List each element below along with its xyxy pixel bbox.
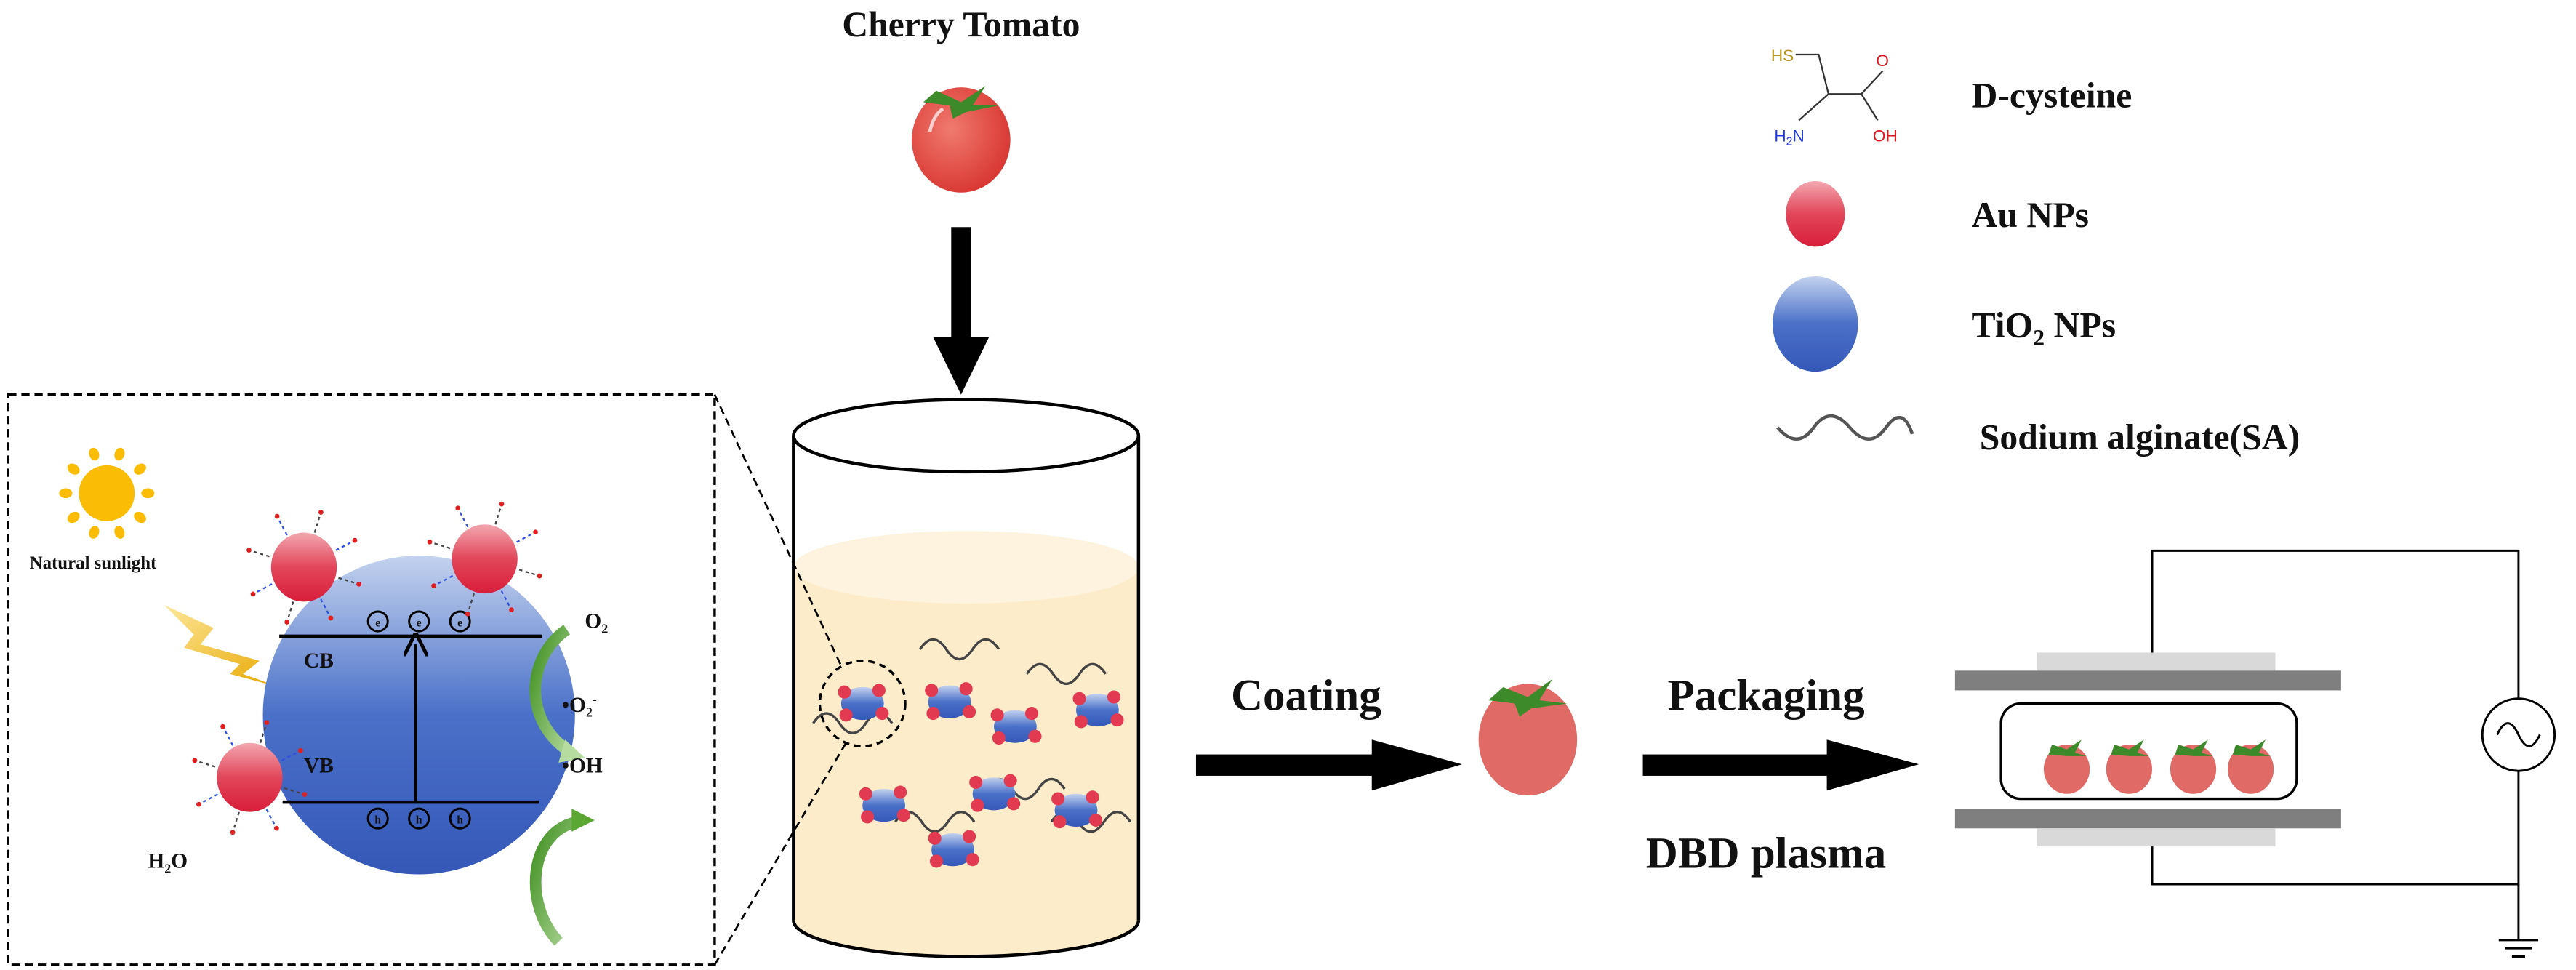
packaged-tomato-icon xyxy=(2106,739,2153,794)
magnify-circle xyxy=(818,660,907,747)
packaging-label: Packaging xyxy=(1667,672,1864,721)
hole-icon: h xyxy=(408,807,430,830)
svg-text:h: h xyxy=(416,814,422,826)
svg-text:HS: HS xyxy=(1771,47,1794,65)
packaged-tomato-icon xyxy=(2227,739,2274,794)
packaged-tomato-icon xyxy=(2043,739,2090,794)
cysteine-structure-icon: HS O H2N OH xyxy=(1771,47,1898,148)
sun-ray xyxy=(59,488,73,499)
tio2-au-particle xyxy=(925,682,976,721)
coated-tomato-icon xyxy=(1478,678,1578,796)
svg-text:e: e xyxy=(457,617,462,629)
tomato-icon xyxy=(912,85,1011,193)
electron-icon: e xyxy=(366,610,389,633)
cb-label: CB xyxy=(304,649,334,673)
tio2-au-particle xyxy=(928,830,979,868)
sun-ray xyxy=(134,463,146,475)
lightning-bolt-icon xyxy=(164,604,280,687)
svg-text:OH: OH xyxy=(1873,127,1898,145)
electron-icon: e xyxy=(449,610,471,633)
sun-ray xyxy=(67,511,80,524)
package-box xyxy=(1999,702,2298,801)
tio2-particle xyxy=(262,556,575,875)
alginate-chain xyxy=(918,638,1000,661)
cherry-tomato-title: Cherry Tomato xyxy=(842,4,1080,44)
dbd-device xyxy=(1954,549,2556,958)
dbd-plasma-label: DBD plasma xyxy=(1646,829,1886,878)
au-np-with-cysteine xyxy=(427,501,542,617)
legend-sodium-alginate: Sodium alginate(SA) xyxy=(1980,417,2300,457)
tio2-au-particle xyxy=(1072,690,1124,729)
zoom-line-top xyxy=(713,394,843,667)
sun-ray xyxy=(134,511,146,524)
svg-text:e: e xyxy=(375,617,380,629)
down-arrow-icon xyxy=(933,227,990,395)
tio2-au-particle xyxy=(838,684,889,722)
natural-sunlight-label: Natural sunlight xyxy=(30,553,157,573)
sun-ray xyxy=(114,447,125,461)
svg-text:h: h xyxy=(374,814,381,826)
superoxide-label: •O2- xyxy=(562,692,597,720)
packaging-arrow-icon xyxy=(1642,739,1919,791)
tio2-au-particle xyxy=(859,785,910,824)
ac-source-icon xyxy=(2481,697,2556,772)
au-np-icon xyxy=(1786,180,1845,247)
ground-icon xyxy=(2498,884,2539,958)
o2-label: O2 xyxy=(585,610,608,636)
zoom-line-bottom xyxy=(713,742,847,966)
tio2-au-particle xyxy=(969,774,1021,812)
tio2-au-particle xyxy=(1051,790,1103,829)
sun-ray xyxy=(141,488,155,499)
svg-text:e: e xyxy=(417,617,422,629)
legend-tio2-nps: TiO2 NPs xyxy=(1971,305,2116,350)
svg-text:H2N: H2N xyxy=(1774,127,1804,148)
sun-ray xyxy=(114,526,125,539)
legend-d-cysteine: D-cysteine xyxy=(1971,75,2132,115)
beaker-contents xyxy=(812,638,1131,868)
electron-icon: e xyxy=(408,610,430,633)
svg-text:O: O xyxy=(1876,52,1889,70)
tio2-np-icon xyxy=(1773,276,1858,372)
sun-ray xyxy=(89,447,100,461)
sun-ray xyxy=(67,463,80,475)
legend-au-nps: Au NPs xyxy=(1971,195,2089,235)
sun-ray xyxy=(89,526,100,539)
au-np-with-cysteine xyxy=(192,720,308,835)
tio2-au-particle xyxy=(990,707,1042,745)
h2o-label: H2O xyxy=(148,849,188,875)
au-np-with-cysteine xyxy=(246,510,361,625)
hole-icon: h xyxy=(449,807,471,830)
vb-label: VB xyxy=(304,754,334,777)
sun-icon xyxy=(59,447,155,539)
sodium-alginate-icon xyxy=(1776,414,1914,441)
coating-label: Coating xyxy=(1231,672,1381,721)
coating-arrow-icon xyxy=(1195,739,1463,791)
packaged-tomato-icon xyxy=(2170,739,2217,794)
svg-text:h: h xyxy=(457,814,463,826)
alginate-chain xyxy=(1025,662,1107,686)
beaker xyxy=(792,398,1141,958)
hole-icon: h xyxy=(366,807,389,830)
hydroxyl-label: •OH xyxy=(562,754,603,777)
inset-box xyxy=(7,393,716,966)
green-arrows xyxy=(529,625,595,946)
